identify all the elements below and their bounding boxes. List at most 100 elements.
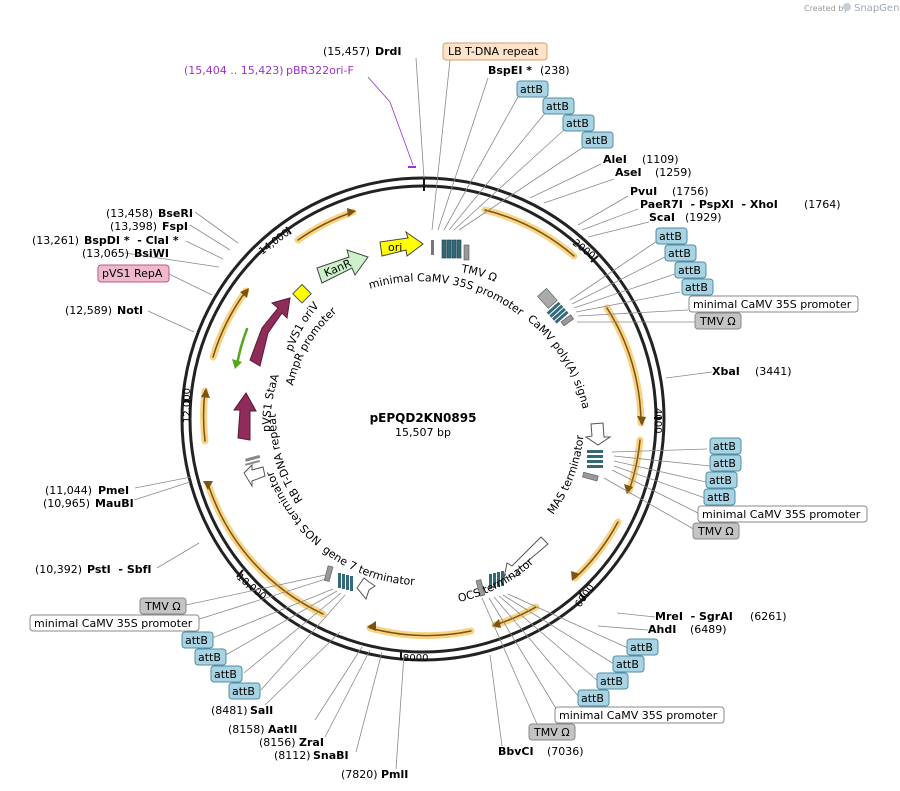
tick-12000: 12,000 (182, 388, 193, 423)
attb-box[interactable]: attB (596, 672, 629, 690)
sites-left: (15,457) DrdI (13,458) BseRI (13,398) Fs… (32, 45, 408, 781)
sites-right: BspEI * (238) AleI (1109) AseI (1259) Pv… (488, 64, 841, 758)
site-name[interactable]: AleI (603, 153, 627, 166)
attb-box[interactable]: attB (181, 631, 214, 649)
attb-box[interactable]: attB (626, 638, 659, 656)
gene7-terminator-arrow (356, 577, 376, 601)
site-name[interactable]: MreI - SgrAI (655, 610, 733, 623)
svg-text:attB: attB (198, 651, 221, 664)
attb-box[interactable]: attB (705, 471, 738, 489)
tmv-box[interactable]: TMV Ω (692, 522, 740, 540)
site-pos: (3441) (755, 365, 792, 378)
outer-feature-arcs (200, 206, 646, 640)
ocs-terminator-label: OCS terminator (457, 555, 537, 605)
site-name[interactable]: SnaBI (313, 749, 349, 762)
site-name[interactable]: ZraI (299, 736, 324, 749)
mas-terminator-arrow (584, 422, 612, 446)
site-pos: (13,065) (82, 247, 129, 260)
svg-text:minimal CaMV 35S promoter: minimal CaMV 35S promoter (559, 709, 718, 722)
attb-box[interactable]: attB (194, 648, 227, 666)
pvs1-repa-box[interactable]: pVS1 RepA (97, 264, 170, 283)
attb-box[interactable]: attB (681, 278, 714, 296)
attb-box[interactable]: attB (228, 682, 261, 700)
site-name[interactable]: SalI (250, 704, 273, 717)
svg-text:attB: attB (585, 134, 608, 147)
site-pos: (12,589) (65, 304, 112, 317)
pvs1-repa-label: pVS1 RepA (102, 267, 163, 280)
site-name[interactable]: DrdI (375, 45, 402, 58)
site-name[interactable]: NotI (117, 304, 143, 317)
site-name[interactable]: PaeR7I - PspXI - XhoI (640, 198, 778, 211)
ruler-ticks (184, 178, 662, 660)
primer-name[interactable]: pBR322ori-F (286, 64, 354, 77)
svg-text:attB: attB (678, 264, 701, 277)
site-name[interactable]: PmeI (98, 484, 129, 497)
site-name[interactable]: ScaI (649, 211, 675, 224)
site-name[interactable]: PstI - SbfI (87, 563, 152, 576)
attb-box[interactable]: attB (709, 454, 742, 472)
tmv-block-top (431, 240, 434, 255)
mini35s-box[interactable]: minimal CaMV 35S promoter (29, 614, 200, 632)
inner-features: ori KanR (233, 230, 612, 601)
mini35s-box[interactable]: minimal CaMV 35S promoter (697, 505, 868, 523)
snapgene-icon (843, 3, 851, 11)
attb-stack-top (441, 239, 462, 259)
site-name[interactable]: XbaI (712, 365, 740, 378)
attb-box[interactable]: attB (612, 655, 645, 673)
site-name[interactable]: AseI (615, 166, 642, 179)
tick-14000: 14,000 (257, 228, 292, 258)
site-pos: (6489) (690, 623, 727, 636)
pvs1-staa-arrow (233, 392, 257, 441)
attb-box[interactable]: attB (581, 131, 614, 149)
attb-box[interactable]: attB (542, 97, 575, 115)
block-2 (560, 314, 575, 327)
site-name[interactable]: MauBI (95, 497, 134, 510)
attb-box[interactable]: attB (703, 488, 736, 506)
site-pos: (8481) (211, 704, 248, 717)
svg-text:attB: attB (185, 634, 208, 647)
attb-box[interactable]: attB (709, 437, 742, 455)
tmv-box[interactable]: TMV Ω (694, 312, 742, 330)
svg-text:attB: attB (581, 692, 604, 705)
site-name[interactable]: AhdI (648, 623, 676, 636)
site-name[interactable]: BbvCI (498, 745, 534, 758)
mini35s-box[interactable]: minimal CaMV 35S promoter (688, 295, 859, 313)
tmv-box[interactable]: TMV Ω (139, 597, 187, 615)
svg-text:attB: attB (659, 230, 682, 243)
attb-box[interactable]: attB (674, 261, 707, 279)
site-name[interactable]: BseRI (158, 207, 193, 220)
site-name[interactable]: BspEI * (488, 64, 532, 77)
site-pos: (10,392) (35, 563, 82, 576)
tmv-box[interactable]: TMV Ω (528, 723, 576, 741)
site-name[interactable]: PvuI (630, 185, 657, 198)
attb-box[interactable]: attB (562, 114, 595, 132)
attb-boxes: attB attB attB attB attB attB attB attB … (181, 80, 742, 707)
svg-text:OCS terminator: OCS terminator (457, 555, 537, 605)
attb-box[interactable]: attB (516, 80, 549, 98)
tmv-boxes: TMV Ω TMV Ω TMV Ω TMV Ω (139, 312, 742, 741)
site-pos: (13,458) (106, 207, 153, 220)
svg-text:minimal CaMV 35S promoter: minimal CaMV 35S promoter (693, 298, 852, 311)
svg-text:minimal CaMV 35S promoter: minimal CaMV 35S promoter (34, 617, 193, 630)
attb-box[interactable]: attB (210, 665, 243, 683)
site-name[interactable]: BsiWI (134, 247, 169, 260)
svg-text:TMV Ω: TMV Ω (533, 726, 570, 739)
attb-box[interactable]: attB (655, 227, 688, 245)
site-name[interactable]: AatII (268, 723, 297, 736)
mini35s-box[interactable]: minimal CaMV 35S promoter (554, 706, 725, 724)
lb-repeat-box[interactable]: LB T-DNA repeat (442, 42, 548, 61)
site-pos: (6261) (750, 610, 787, 623)
site-name[interactable]: FspI (162, 220, 188, 233)
svg-text:attB: attB (713, 440, 736, 453)
svg-text:attB: attB (520, 83, 543, 96)
credit-brand: SnapGene (854, 3, 900, 14)
site-name[interactable]: PmlI (381, 768, 408, 781)
svg-text:TMV Ω: TMV Ω (697, 525, 734, 538)
nos-terminator-arrow (243, 463, 266, 488)
svg-text:attB: attB (707, 491, 730, 504)
attb-box[interactable]: attB (577, 689, 610, 707)
attb-box[interactable]: attB (664, 244, 697, 262)
kanr-arrow (316, 249, 369, 284)
site-name[interactable]: BspDI * - ClaI * (84, 234, 179, 247)
